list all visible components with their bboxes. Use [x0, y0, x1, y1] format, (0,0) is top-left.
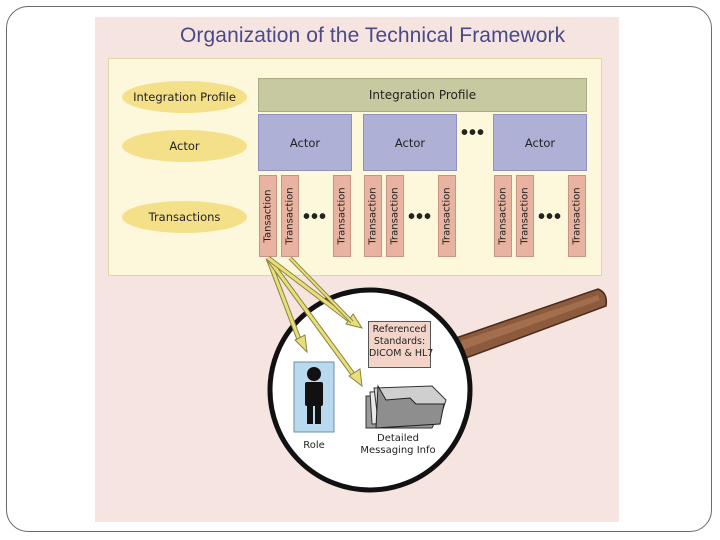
legend-actor: Actor [122, 130, 247, 162]
transaction-bar: Transaction [568, 175, 586, 257]
actor-box-2: Actor [363, 114, 457, 171]
ref-line-3: DICOM & HL7 [369, 348, 434, 359]
transaction-bar: Transaction [281, 175, 299, 257]
referenced-standards-box: Referenced Standards: DICOM & HL7 [368, 321, 434, 368]
messaging-line-2: Messaging Info [360, 445, 436, 456]
ref-line-2: Standards: [373, 336, 426, 347]
magnifier-handle [454, 288, 608, 359]
transaction-bar: Transaction [386, 175, 404, 257]
transaction-bar: Transaction [516, 175, 534, 257]
transaction-bar: Transaction [333, 175, 351, 257]
arrows [265, 256, 364, 388]
integration-profile-bar: Integration Profile [258, 78, 587, 112]
role-label: Role [303, 440, 325, 451]
transaction-ellipsis: ••• [303, 206, 328, 228]
transaction-ellipsis: ••• [538, 206, 563, 228]
legend-transactions: Transactions [122, 201, 247, 233]
folder-icon [365, 384, 447, 429]
messaging-info-label: Detailed Messaging Info [358, 433, 438, 457]
ref-line-1: Referenced [372, 324, 427, 335]
legend-integration-profile: Integration Profile [122, 81, 247, 113]
transaction-ellipsis: ••• [408, 206, 433, 228]
actor-box-1: Actor [258, 114, 352, 171]
transaction-bar: Transaction [494, 175, 512, 257]
actor-ellipsis: ••• [461, 122, 486, 144]
person-icon [305, 367, 323, 424]
slide-title: Organization of the Technical Framework [180, 24, 566, 47]
transaction-bar: Transaction [364, 175, 382, 257]
messaging-line-1: Detailed [377, 433, 419, 444]
transaction-bar: Tansaction [259, 175, 277, 257]
transaction-bar: Transaction [438, 175, 456, 257]
actor-box-3: Actor [493, 114, 587, 171]
